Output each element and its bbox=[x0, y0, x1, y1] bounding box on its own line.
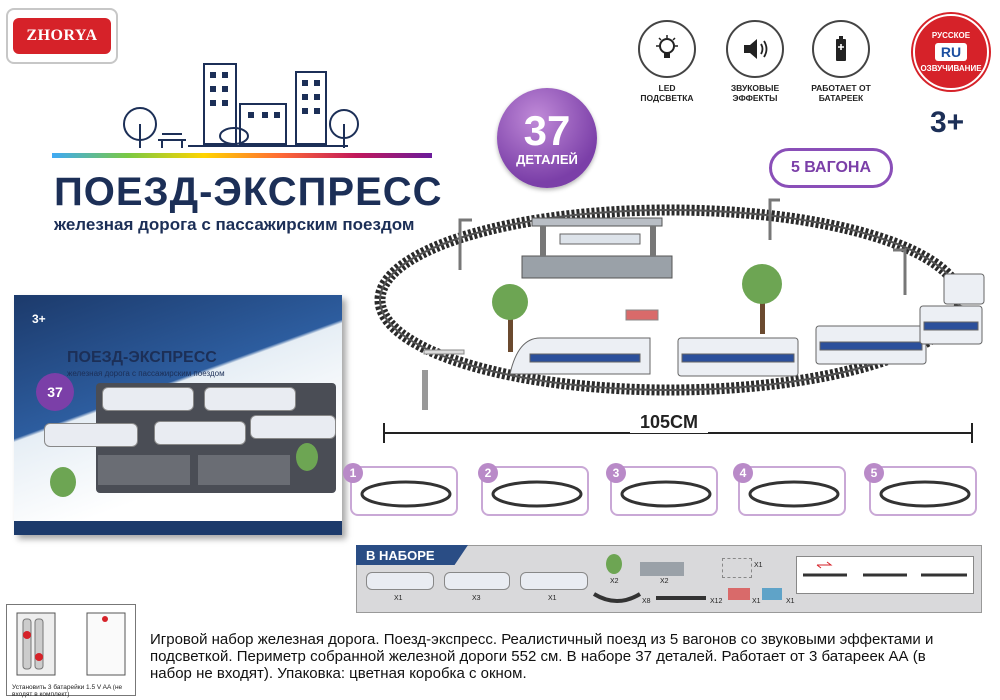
battery-diagram bbox=[6, 604, 136, 696]
set-qty-2: X3 bbox=[472, 595, 481, 602]
speaker-icon bbox=[726, 20, 784, 78]
battery-note: Установить 3 батарейки 1.5 V AA (не вход… bbox=[12, 684, 123, 698]
feature-sound: ЗВУКОВЫЕ ЭФФЕКТЫ bbox=[724, 20, 786, 103]
box-wagon-2 bbox=[44, 423, 138, 447]
feature-battery-caption: РАБОТАЕТ ОТ БАТАРЕЕК bbox=[811, 83, 871, 103]
box-platform-2 bbox=[198, 455, 290, 485]
box-title: ПОЕЗД-ЭКСПРЕСС bbox=[67, 349, 217, 366]
box-tree-left bbox=[50, 467, 76, 497]
train bbox=[509, 273, 985, 377]
set-tree bbox=[606, 554, 622, 574]
feature-battery: РАБОТАЕТ ОТ БАТАРЕЕК bbox=[810, 20, 872, 103]
russian-voice-badge: РУССКОЕ RU ОЗВУЧИВАНИЕ bbox=[913, 14, 989, 90]
rainbow-stripe bbox=[52, 153, 432, 158]
step-number-2: 2 bbox=[478, 463, 498, 483]
tree-left bbox=[492, 284, 528, 352]
brand-logo-text: ZHORYA bbox=[13, 18, 111, 54]
package-box: 3+ ПОЕЗД-ЭКСПРЕСС железная дорога с пасс… bbox=[14, 295, 342, 535]
voice-badge-ru: RU bbox=[934, 43, 968, 61]
dimension-tick-left bbox=[383, 423, 385, 443]
station-sign bbox=[625, 309, 659, 321]
station-platform bbox=[521, 217, 673, 279]
step-number-1: 1 bbox=[343, 463, 363, 483]
tree-right bbox=[742, 264, 782, 334]
dimension-tick-right bbox=[971, 423, 973, 443]
set-qty-6: X1 bbox=[754, 562, 763, 569]
box-train-head bbox=[102, 387, 194, 411]
parts-count: 37 bbox=[523, 106, 571, 154]
box-wagon-4 bbox=[250, 415, 336, 439]
box-parts-badge: 37 bbox=[36, 373, 74, 411]
railway-track-scene bbox=[374, 198, 985, 410]
city-skyline-illustration bbox=[123, 63, 359, 148]
wagons-count-pill: 5 ВАГОНА bbox=[769, 148, 893, 188]
crossing-barrier bbox=[422, 349, 465, 410]
feature-sound-caption: ЗВУКОВЫЕ ЭФФЕКТЫ bbox=[730, 83, 780, 103]
brand-logo: ZHORYA bbox=[6, 8, 118, 64]
connection-guide bbox=[796, 556, 974, 594]
assembly-step-3 bbox=[610, 466, 718, 516]
assembly-step-1 bbox=[350, 466, 458, 516]
track-length-label: 105CM bbox=[630, 412, 709, 433]
set-platform bbox=[640, 562, 684, 576]
box-platform-1 bbox=[98, 455, 190, 485]
box-footer-strip bbox=[14, 521, 342, 535]
step-number-4: 4 bbox=[733, 463, 753, 483]
assembly-step-5 bbox=[869, 466, 977, 516]
product-subtitle: железная дорога с пассажирским поездом bbox=[54, 215, 415, 234]
set-train-head bbox=[366, 572, 434, 590]
set-qty-10: X1 bbox=[786, 598, 795, 605]
set-qty-9: X1 bbox=[752, 598, 761, 605]
set-straight-rail bbox=[656, 596, 706, 600]
feature-led: LED ПОДСВЕТКА bbox=[636, 20, 698, 103]
assembly-step-4 bbox=[738, 466, 846, 516]
feature-led-caption: LED ПОДСВЕТКА bbox=[640, 83, 694, 103]
parts-count-badge: 37 ДЕТАЛЕЙ bbox=[497, 88, 597, 188]
set-wagon bbox=[444, 572, 510, 590]
box-subtitle: железная дорога с пассажирским поездом bbox=[67, 369, 225, 378]
box-wagon-1 bbox=[204, 387, 296, 411]
step-number-5: 5 bbox=[864, 463, 884, 483]
set-qty-4: X2 bbox=[610, 578, 619, 585]
product-title: ПОЕЗД-ЭКСПРЕСС bbox=[54, 170, 443, 214]
set-qty-3: X1 bbox=[548, 595, 557, 602]
bulb-icon bbox=[638, 20, 696, 78]
set-tail bbox=[520, 572, 588, 590]
step-number-3: 3 bbox=[606, 463, 626, 483]
product-description: Игровой набор железная дорога. Поезд-экс… bbox=[150, 631, 934, 682]
age-label: 3+ bbox=[930, 106, 965, 139]
set-qty-7: X8 bbox=[642, 598, 651, 605]
voice-badge-bottom: ОЗВУЧИВАНИЕ bbox=[920, 64, 982, 73]
box-age: 3+ bbox=[32, 312, 46, 326]
set-crossing bbox=[762, 588, 782, 600]
set-qty-5: X2 bbox=[660, 578, 669, 585]
battery-icon bbox=[812, 20, 870, 78]
set-qty-8: X12 bbox=[710, 598, 723, 605]
box-wagon-3 bbox=[154, 421, 246, 445]
voice-badge-top: РУССКОЕ bbox=[931, 31, 971, 40]
set-lamp-posts bbox=[722, 558, 752, 578]
in-set-label: В НАБОРЕ bbox=[356, 545, 468, 565]
parts-label: ДЕТАЛЕЙ bbox=[516, 151, 578, 167]
set-curved-rail bbox=[592, 592, 642, 603]
set-sign bbox=[728, 588, 750, 600]
box-tree-right bbox=[296, 443, 318, 471]
assembly-step-2 bbox=[481, 466, 589, 516]
set-qty-1: X1 bbox=[394, 595, 403, 602]
dimension-line bbox=[383, 432, 973, 434]
